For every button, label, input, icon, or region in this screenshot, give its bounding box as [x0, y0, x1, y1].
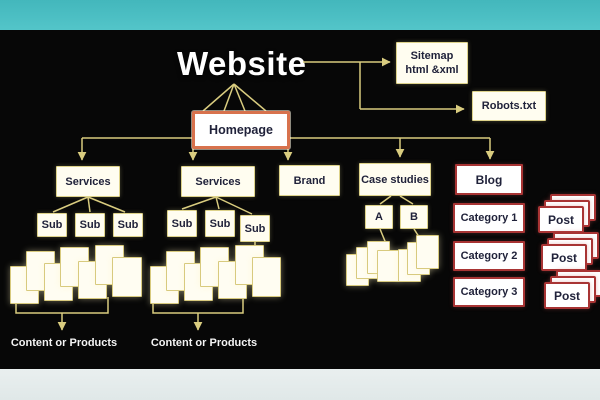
node-category-1: Category 1 [453, 203, 525, 233]
page-icon [112, 257, 142, 297]
node-blog: Blog [455, 164, 523, 195]
page-icon [377, 250, 400, 282]
node-post-3: Post [544, 282, 590, 309]
node-case-b: B [400, 205, 428, 229]
node-sub-2c: Sub [240, 215, 270, 242]
node-robots-txt: Robots.txt [472, 91, 546, 121]
node-sub-2a: Sub [167, 210, 197, 237]
node-brand: Brand [279, 165, 340, 196]
post-stack-3: Post [544, 270, 600, 310]
page-icon [416, 235, 439, 269]
sitemap-line1: Sitemap [410, 49, 454, 62]
page-icon [252, 257, 281, 297]
diagram-title: Website [177, 45, 307, 82]
node-category-2: Category 2 [453, 241, 525, 271]
sitemap-line2: html &xml [405, 64, 459, 76]
node-sitemap: Sitemap html &xml [396, 42, 468, 84]
node-services-2: Services [181, 166, 255, 197]
caption-content-or-products-1: Content or Products [10, 337, 118, 349]
node-category-3: Category 3 [453, 277, 525, 307]
top-teal-bar [0, 0, 600, 30]
node-sub-1a: Sub [37, 213, 67, 237]
node-post-2: Post [541, 244, 587, 271]
node-case-studies: Case studies [359, 163, 431, 196]
node-case-a: A [365, 205, 393, 229]
post-stack-2: Post [541, 232, 600, 272]
bottom-light-bar [0, 369, 600, 400]
node-sub-1b: Sub [75, 213, 105, 237]
node-homepage: Homepage [192, 111, 290, 149]
node-post-1: Post [538, 206, 584, 233]
caption-content-or-products-2: Content or Products [150, 337, 258, 349]
node-services-1: Services [56, 166, 120, 197]
post-stack-1: Post [538, 194, 598, 234]
node-sub-1c: Sub [113, 213, 143, 237]
node-sub-2b: Sub [205, 210, 235, 237]
